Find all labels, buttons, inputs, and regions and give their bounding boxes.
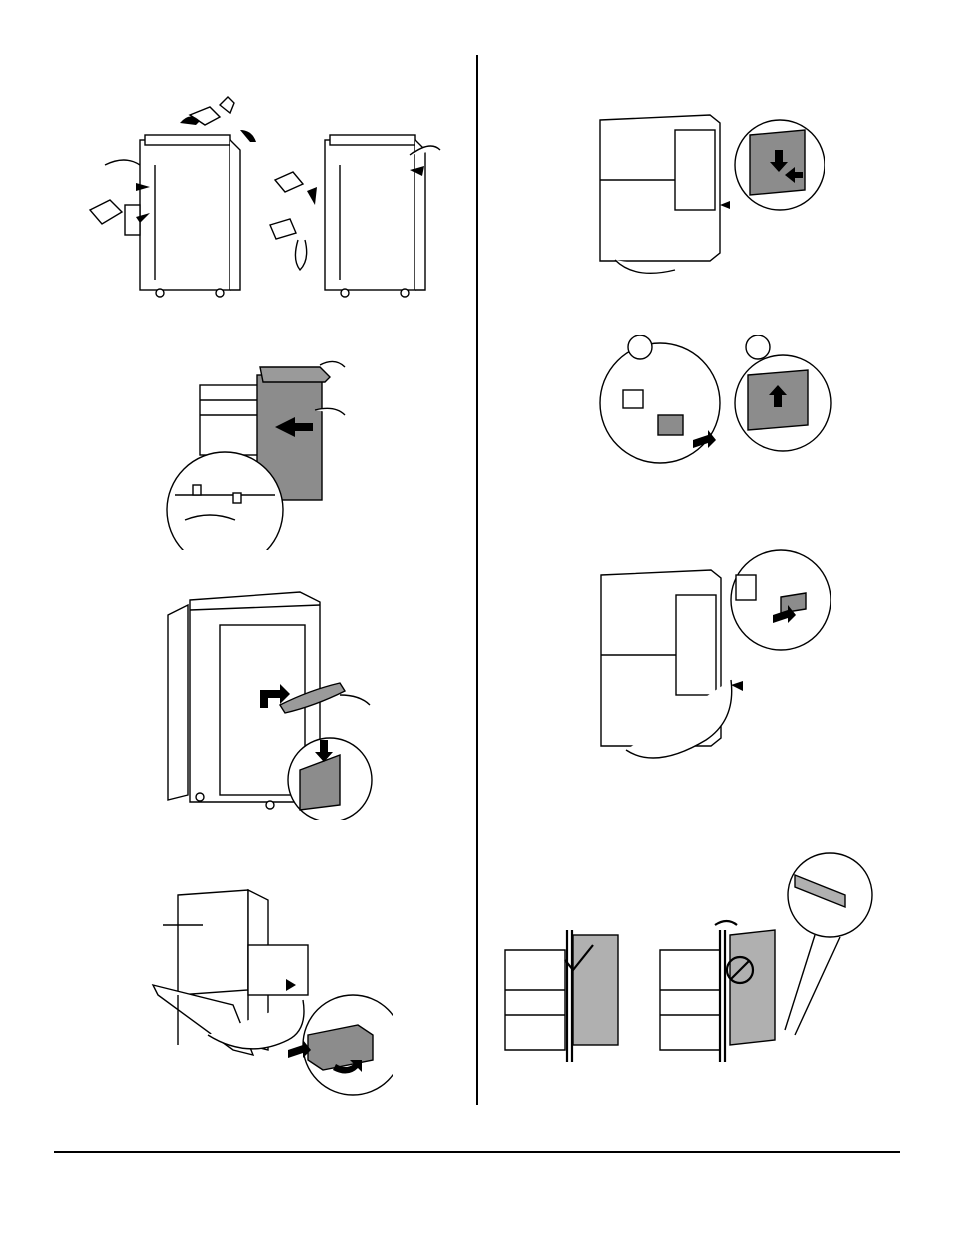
connect-power-figure (596, 545, 831, 775)
output-tray-attach-illustration (160, 585, 375, 820)
level-finisher-figure (495, 840, 900, 1065)
finisher-unpacking-illustration (80, 95, 455, 305)
cable-cover-attach-illustration (148, 885, 393, 1100)
power-cord-connect-illustration (596, 545, 831, 775)
rear-cover-remove-illustration (595, 110, 825, 280)
attach-cable-cover-figure (148, 885, 393, 1100)
connect-cable-figure (598, 335, 833, 465)
dock-finisher-figure (165, 355, 365, 550)
column-divider (476, 55, 478, 1105)
attach-output-tray-figure (160, 585, 375, 820)
finisher-docking-illustration (165, 355, 365, 550)
footer-rule (54, 1151, 900, 1153)
remove-rear-cover-figure (595, 110, 825, 280)
unpack-finisher-figure (80, 95, 455, 305)
connector-insert-illustration (598, 335, 833, 465)
finisher-leveling-illustration (495, 840, 900, 1065)
